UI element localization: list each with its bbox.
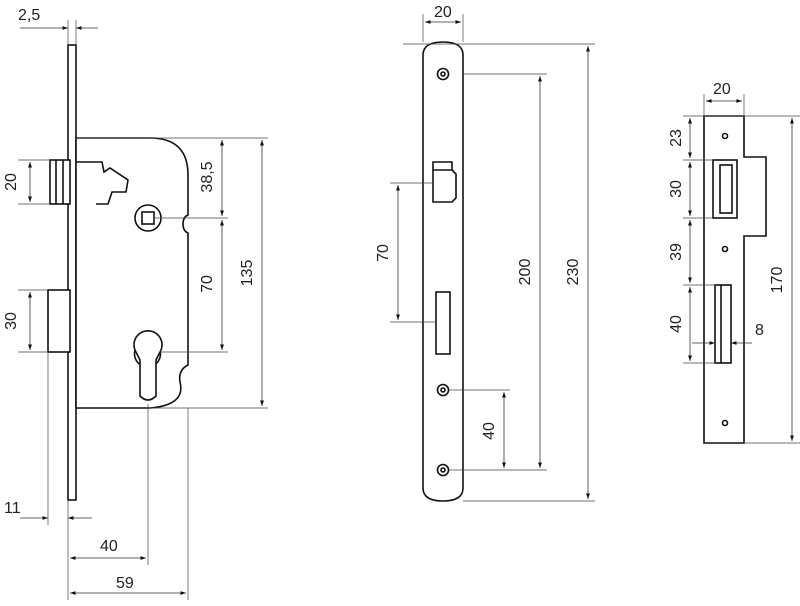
dim-depth-label: 59 xyxy=(116,575,134,592)
dim-strike-width-label: 20 xyxy=(713,81,731,98)
faceplate xyxy=(422,41,464,502)
strike-bolt-opening xyxy=(714,284,732,364)
dim-faceplate-height-label: 230 xyxy=(565,259,582,286)
screw-hole-top xyxy=(436,67,450,81)
strike-screw-bottom xyxy=(721,419,729,427)
strike-screw-middle xyxy=(721,245,729,253)
dim-faceplate-width-label: 20 xyxy=(434,4,452,21)
lock-side-view: 2,5 20 30 38,5 70 135 11 40 59 xyxy=(3,7,268,600)
dim-strike-height-label: 170 xyxy=(769,267,786,294)
latch-bolt xyxy=(49,159,71,205)
deadbolt xyxy=(47,289,71,353)
dim-screw-bottom-label: 40 xyxy=(481,422,498,440)
dim-strike-offset-label: 8 xyxy=(755,322,764,339)
strike-plate-view: 20 23 30 39 40 8 170 xyxy=(668,81,800,444)
latch-mechanism xyxy=(76,161,129,205)
dim-strike-top-label: 23 xyxy=(668,129,685,147)
dim-thickness-label: 2,5 xyxy=(18,7,40,24)
dim-latch-label: 20 xyxy=(3,173,20,191)
dim-body-height-label: 135 xyxy=(239,260,256,287)
dim-faceplate-offset-label: 11 xyxy=(4,500,21,517)
lock-body xyxy=(75,137,189,409)
strike-latch-opening xyxy=(712,159,738,219)
deadbolt-cutout xyxy=(435,291,451,355)
dim-deadbolt-label: 30 xyxy=(3,312,20,330)
dim-strike-bolt-label: 40 xyxy=(668,315,685,333)
dim-spindle-label: 38,5 xyxy=(199,161,216,192)
dim-strike-latch-label: 30 xyxy=(668,180,685,198)
dim-screw-spacing-label: 200 xyxy=(517,259,534,286)
dim-backset-label: 40 xyxy=(100,538,118,555)
screw-hole-bottom xyxy=(436,463,450,477)
faceplate-edge xyxy=(67,44,77,501)
dim-cylinder-label: 70 xyxy=(199,275,216,293)
cylinder-hole xyxy=(133,330,163,401)
strike-screw-top xyxy=(721,132,729,140)
screw-hole-middle xyxy=(436,383,450,397)
dim-strike-gap-label: 39 xyxy=(668,243,685,261)
faceplate-front-view: 20 70 200 230 40 xyxy=(375,4,595,502)
latch-cutout xyxy=(432,161,457,203)
dim-cutout-spacing-label: 70 xyxy=(375,244,392,262)
